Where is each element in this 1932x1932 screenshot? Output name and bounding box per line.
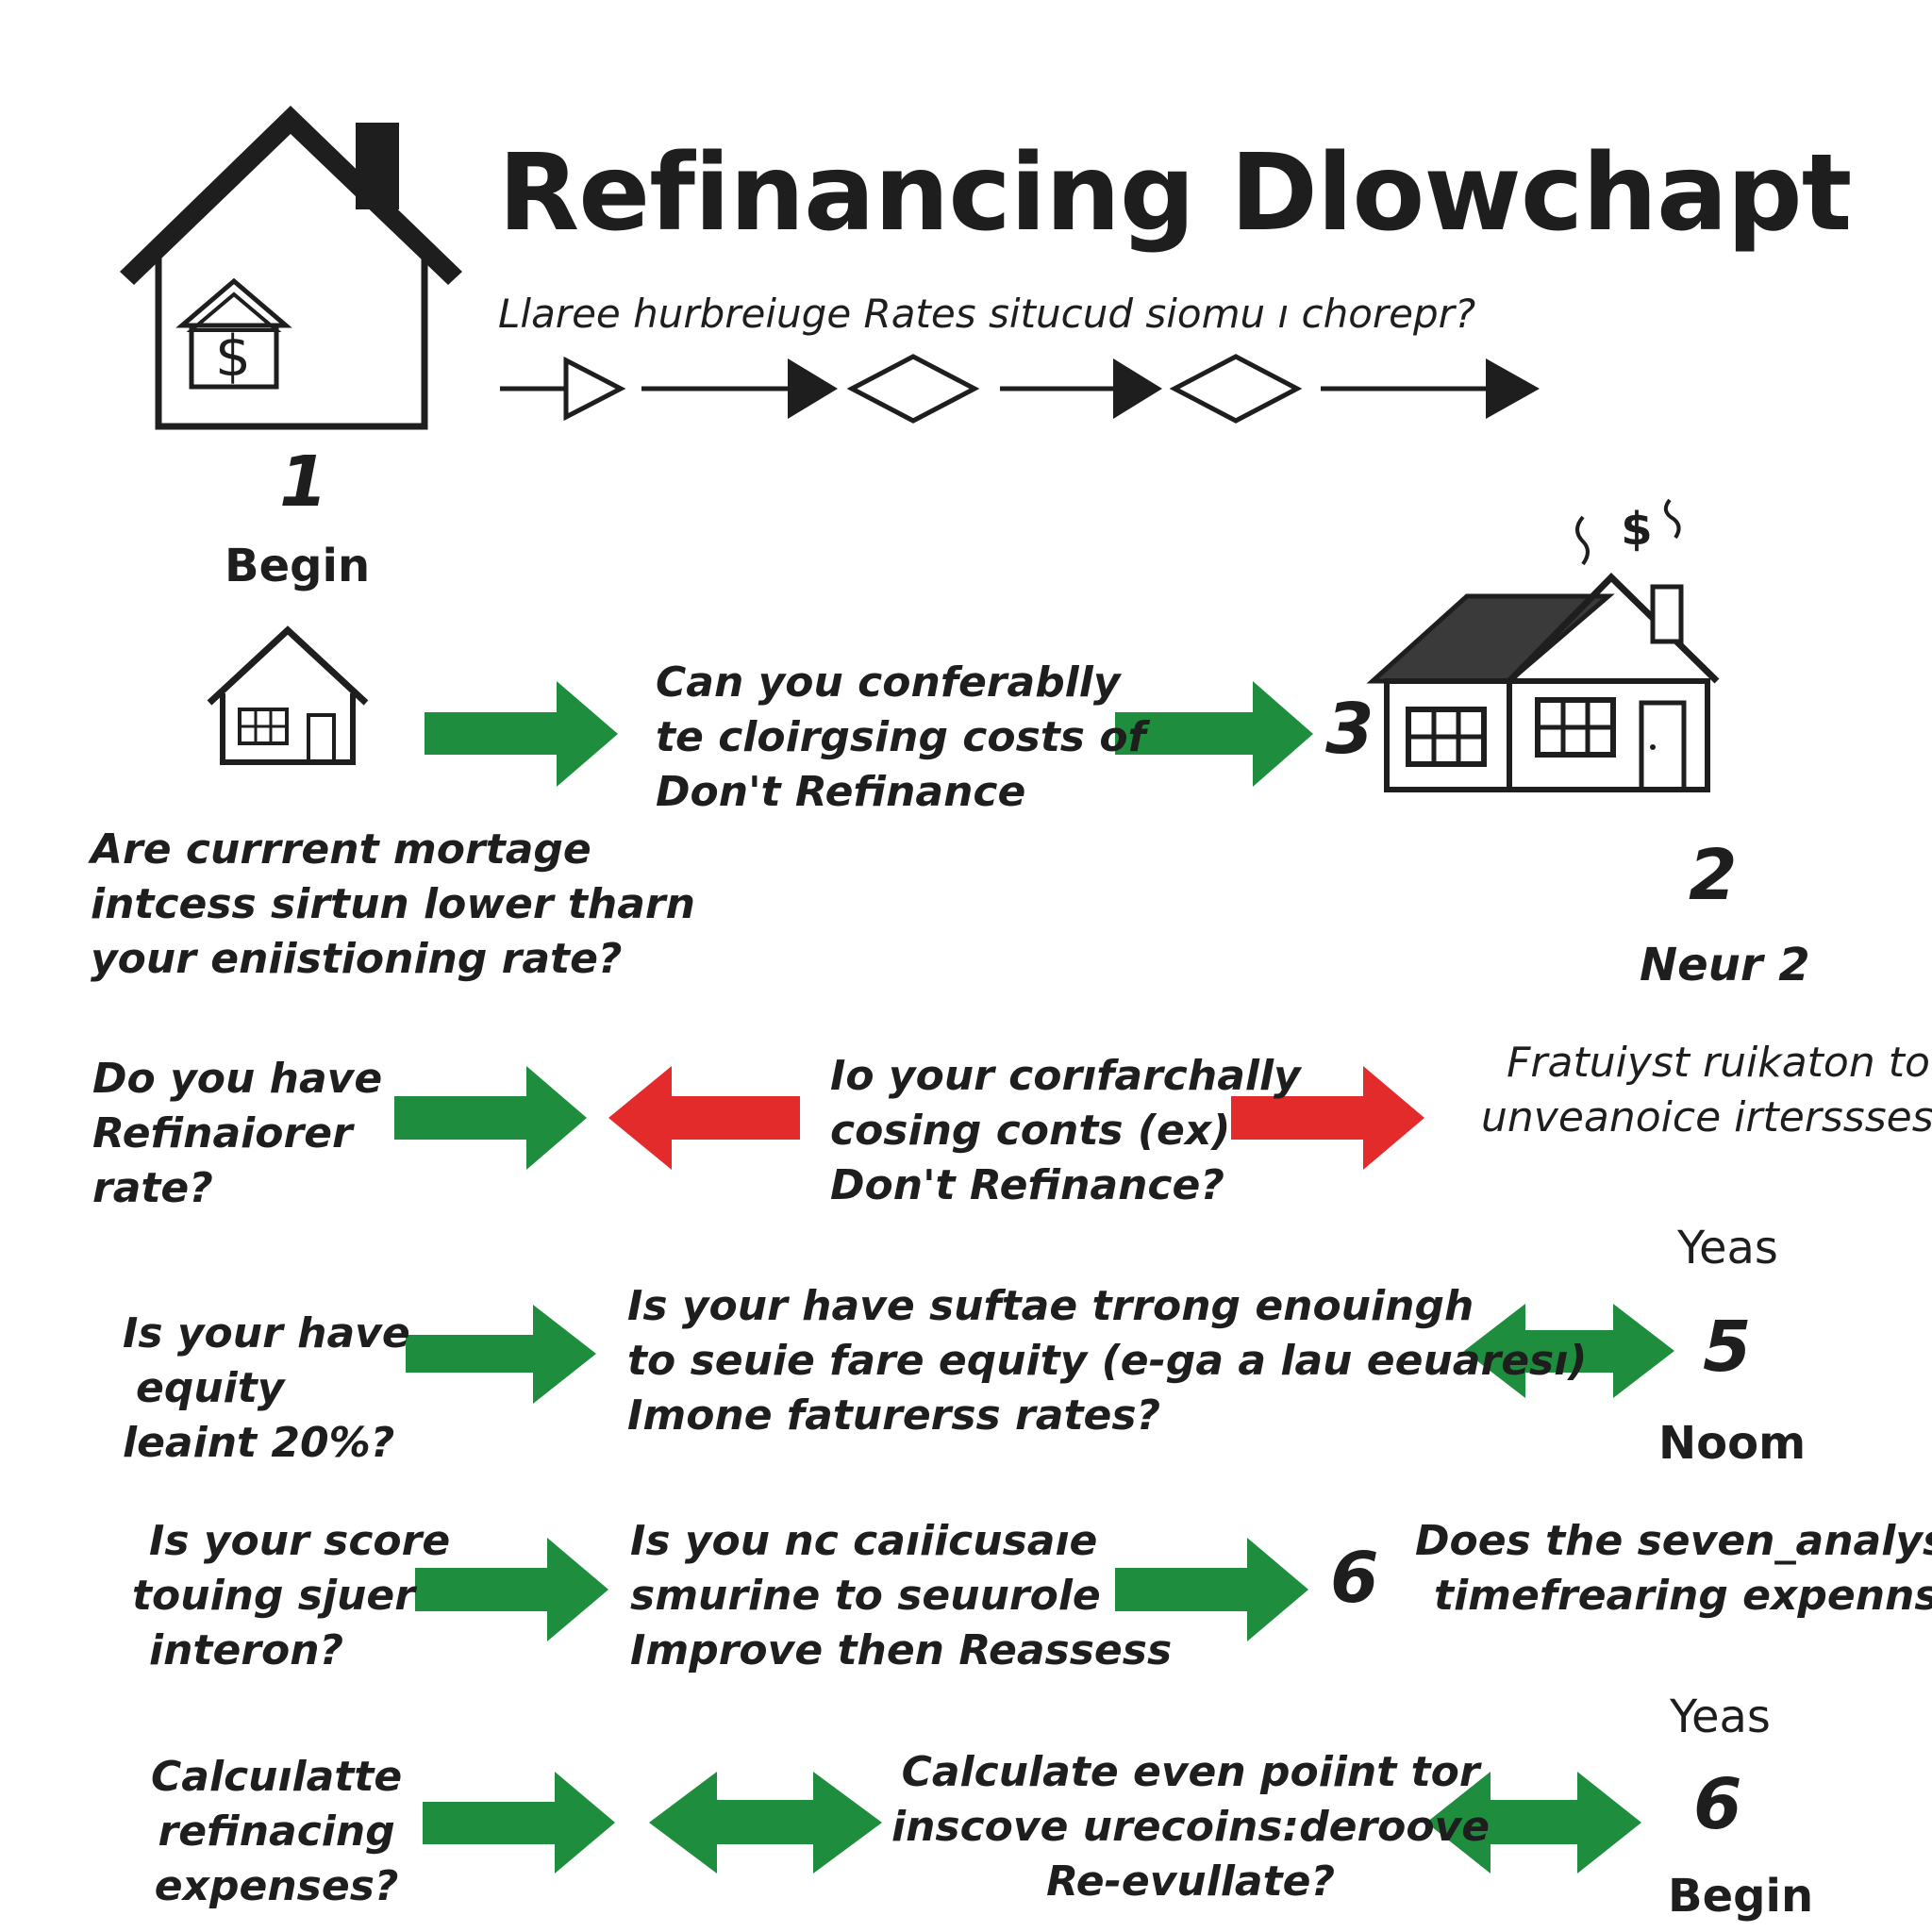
- question-seven-analysis: Does the seven_analyssistimefrearing exp…: [1415, 1517, 1932, 1620]
- step-5-no-label: Noom: [1658, 1417, 1807, 1470]
- arrow-right-green: [1115, 1538, 1308, 1641]
- arrow-left-red: [608, 1066, 800, 1170]
- dollar-steam-icon: $: [1575, 498, 1681, 566]
- step-6-yes-label: Yeas: [1670, 1690, 1771, 1743]
- svg-text:$: $: [215, 324, 251, 390]
- svg-text:$: $: [1621, 503, 1652, 556]
- step-1-label: Begin: [225, 540, 371, 592]
- step-5-number: 5: [1703, 1307, 1752, 1388]
- arrow-right-green: [425, 681, 618, 787]
- step-2-number: 2: [1689, 835, 1738, 916]
- step-2-label: Neur 2: [1640, 939, 1810, 991]
- arrow-right-green: [394, 1066, 587, 1170]
- arrow-double-green: [1426, 1772, 1641, 1874]
- arrow-double-green: [649, 1772, 882, 1874]
- step-3-number: 3: [1325, 689, 1374, 770]
- arrow-right-red: [1231, 1066, 1424, 1170]
- arrow-right-green: [1115, 681, 1313, 787]
- step-6b-label: Begin: [1668, 1870, 1814, 1923]
- step-6b-number: 6: [1693, 1764, 1742, 1845]
- arrow-right-green: [423, 1772, 615, 1874]
- arrow-double-green: [1464, 1304, 1674, 1398]
- step-6-number: 6: [1330, 1538, 1379, 1619]
- house-dollar-icon: $: [120, 106, 462, 430]
- large-house-icon: [1366, 573, 1720, 792]
- step-5-yes-label: Yeas: [1677, 1222, 1778, 1274]
- small-house-icon: [207, 625, 369, 765]
- page-subtitle: Llaree hurbreiuge Rates situcud siomu ı …: [498, 291, 1476, 337]
- process-line: [500, 354, 1540, 424]
- page-title: Refinancing Dlowchapt: [498, 132, 1852, 255]
- arrow-right-green: [415, 1538, 608, 1641]
- arrow-right-green: [406, 1305, 596, 1404]
- step-1-number: 1: [279, 441, 328, 523]
